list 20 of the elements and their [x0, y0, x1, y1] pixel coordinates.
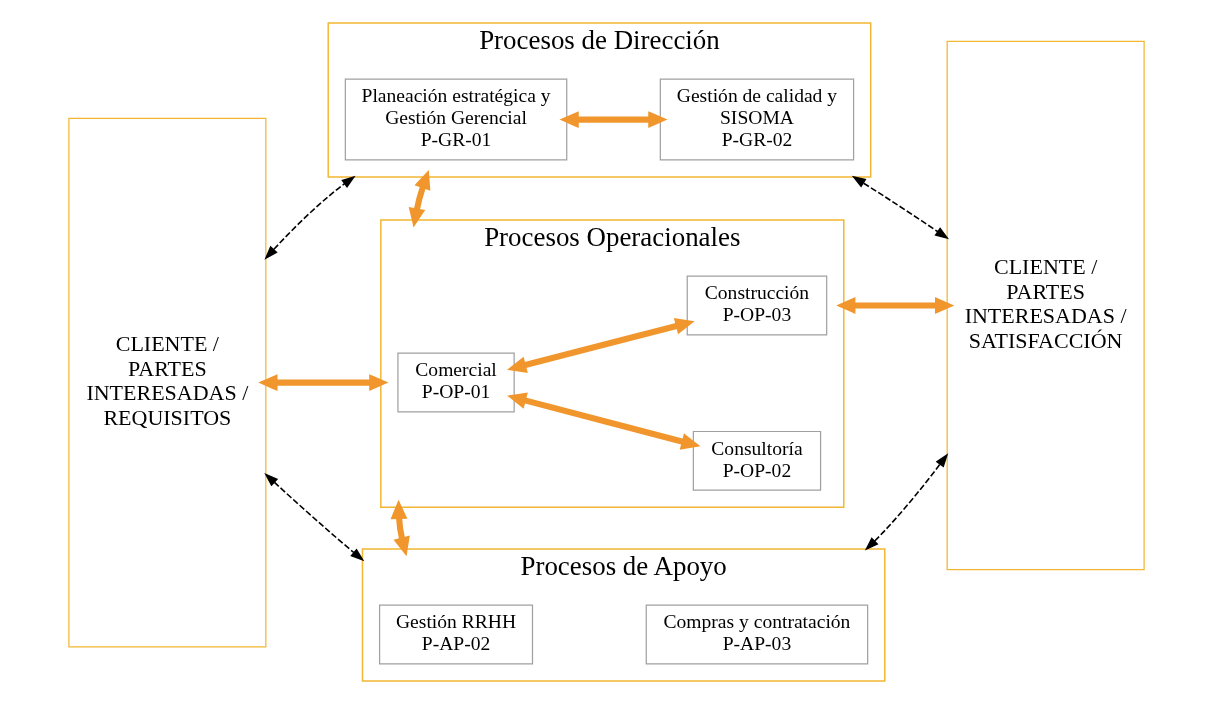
node-box: Comercial P-OP-01 [397, 352, 515, 413]
arrow [264, 175, 356, 260]
node-box: Construcción P-OP-03 [686, 275, 828, 336]
arrow [507, 392, 701, 450]
arrow [559, 111, 668, 128]
node-box: Gestión RRHH P-AP-02 [378, 604, 534, 665]
arrow [264, 473, 365, 562]
arrow [507, 317, 695, 374]
arrow [258, 374, 389, 391]
arrow [864, 453, 949, 551]
node-box: Compras y contratación P-AP-03 [645, 604, 869, 665]
arrow [390, 499, 410, 557]
node-box: Consultoría P-OP-02 [692, 430, 822, 491]
arrow [851, 175, 949, 240]
arrow [836, 297, 955, 314]
node-box: Gestión de calidad y SISOMA P-GR-02 [659, 78, 855, 161]
node-box: CLIENTE / PARTES INTERESADAS / SATISFACCIÓN [946, 40, 1145, 571]
node-box: CLIENTE / PARTES INTERESADAS / REQUISITOS [68, 117, 267, 648]
node-box: Planeación estratégica y Gestión Gerencial P-GR-01 [344, 78, 568, 161]
arrow [408, 169, 431, 228]
